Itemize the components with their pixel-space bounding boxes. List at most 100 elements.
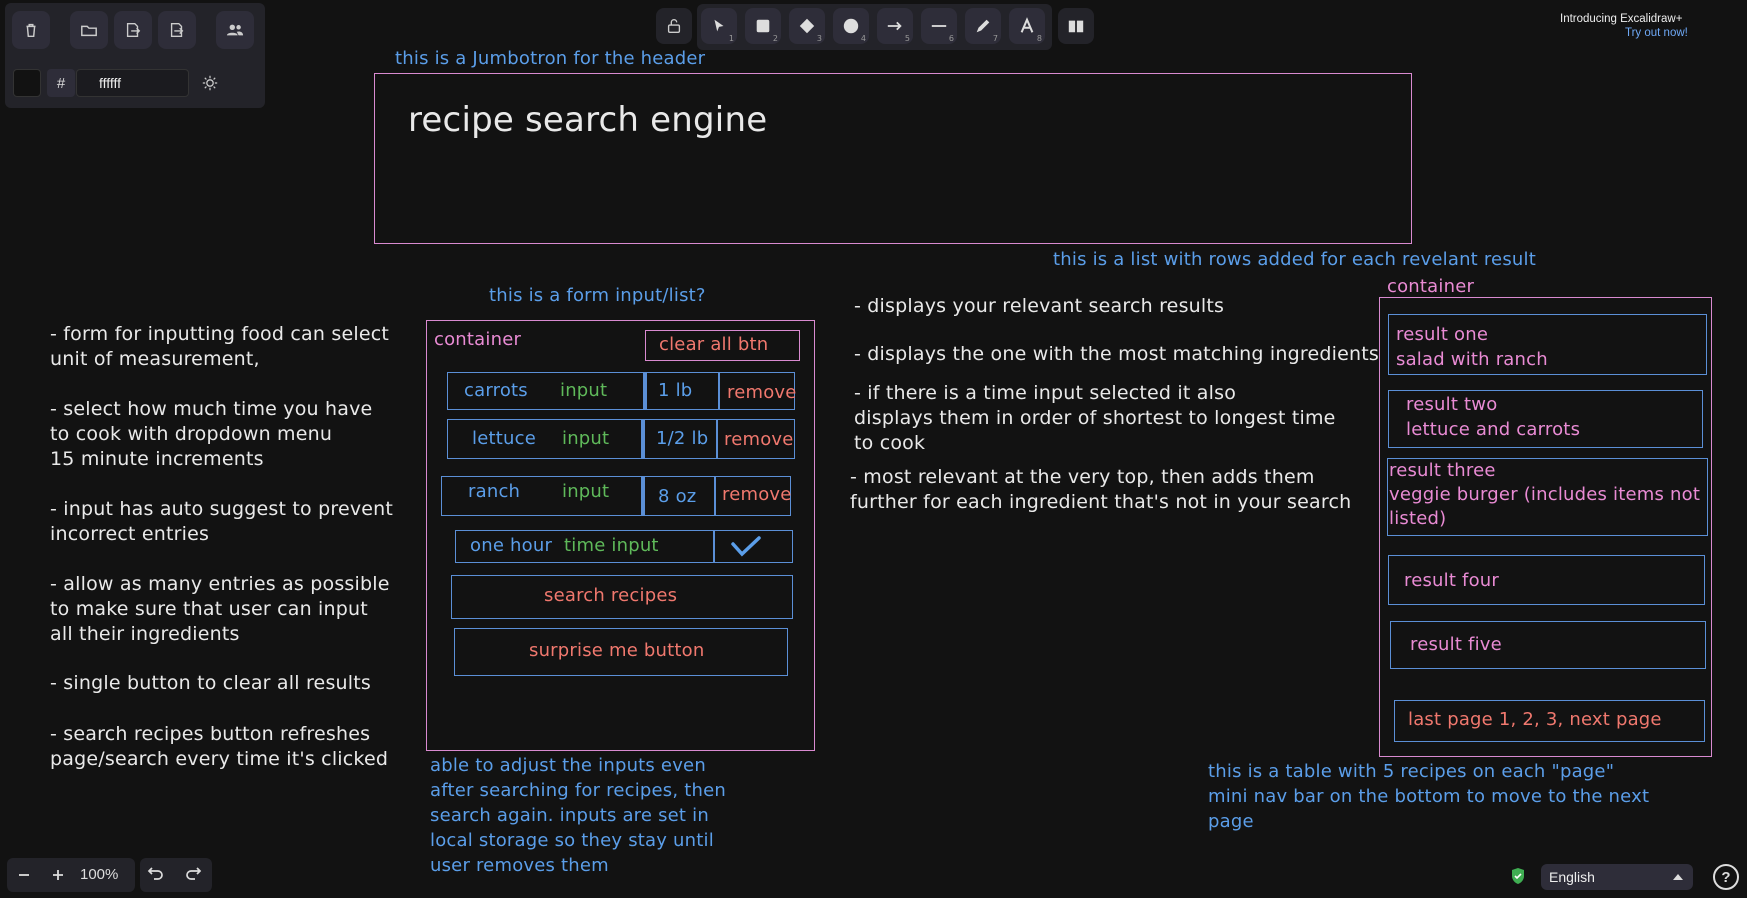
arrow-tool-icon[interactable]: 5: [877, 8, 913, 44]
zoom-in-button[interactable]: [44, 861, 72, 889]
result-text-5: result five: [1410, 634, 1502, 655]
tool-key-1: 1: [728, 34, 734, 43]
remove-button[interactable]: remove: [727, 382, 797, 403]
promo-title: Introducing Excalidraw+: [1560, 13, 1683, 25]
row-divider: [713, 530, 715, 563]
result-row-5[interactable]: [1390, 621, 1706, 669]
row-divider: [641, 419, 645, 459]
color-hex-input[interactable]: ffffff: [76, 69, 189, 97]
remove-button[interactable]: remove: [722, 484, 792, 505]
left-note-6: - search recipes button refreshes page/s…: [50, 723, 389, 770]
time-input-label: time input: [564, 535, 659, 556]
line-tool-icon[interactable]: 6: [921, 8, 957, 44]
search-recipes-label: search recipes: [544, 585, 678, 606]
help-button[interactable]: ?: [1713, 864, 1739, 890]
quantity-select[interactable]: 1 lb: [658, 380, 693, 401]
jumbotron-caption: this is a Jumbotron for the header: [395, 48, 706, 69]
clear-all-label: clear all btn: [659, 334, 769, 355]
tool-key-2: 2: [772, 34, 778, 43]
remove-button[interactable]: remove: [724, 429, 794, 450]
zoom-out-button[interactable]: [10, 861, 38, 889]
left-note-2: - select how much time you have to cook …: [50, 398, 373, 470]
pencil-tool-icon[interactable]: 7: [965, 8, 1001, 44]
ingredient-input-label: input: [562, 428, 610, 449]
left-note-1: - form for inputting food can select uni…: [50, 323, 390, 370]
pagination-bar[interactable]: [1394, 700, 1705, 742]
tool-key-4: 4: [860, 34, 866, 43]
row-divider: [714, 476, 716, 516]
result-row-3[interactable]: [1387, 458, 1708, 536]
language-label: English: [1549, 869, 1595, 885]
collaborate-icon[interactable]: [216, 11, 254, 49]
middle-note-2: - displays the one with the most matchin…: [854, 343, 1380, 365]
export-image-icon[interactable]: [158, 11, 196, 49]
tool-key-5: 5: [904, 34, 910, 43]
tool-key-8: 8: [1036, 34, 1042, 43]
row-divider: [643, 372, 647, 410]
export-file-icon[interactable]: [114, 11, 152, 49]
form-container-label: container: [434, 329, 522, 350]
ingredient-row-carrots: [447, 372, 795, 410]
ingredient-input-label: input: [560, 380, 608, 401]
background-color-swatch[interactable]: [13, 69, 41, 97]
quantity-select[interactable]: 8 oz: [658, 486, 697, 507]
ingredient-input-label: input: [562, 481, 610, 502]
surprise-me-label: surprise me button: [529, 640, 705, 661]
result-text-3: result three veggie burger (includes ite…: [1389, 460, 1701, 529]
color-hash-label: #: [47, 69, 75, 97]
selection-tool-icon[interactable]: 1: [701, 8, 737, 44]
ingredient-row-ranch: [441, 476, 791, 516]
form-container-box: [426, 320, 815, 751]
form-caption: this is a form input/list?: [489, 285, 706, 306]
left-note-5: - single button to clear all results: [50, 672, 372, 694]
result-row-2[interactable]: [1388, 390, 1703, 448]
history-controls: [140, 858, 212, 892]
surprise-me-button[interactable]: [454, 628, 788, 676]
promo-link[interactable]: Try out now!: [1625, 27, 1688, 39]
left-note-4: - allow as many entries as possible to m…: [50, 573, 390, 645]
results-container-box: [1379, 297, 1712, 757]
row-divider: [641, 476, 645, 516]
time-label: one hour: [470, 535, 553, 556]
ingredient-name[interactable]: lettuce: [472, 428, 536, 449]
form-below-note: able to adjust the inputs even after sea…: [430, 755, 726, 876]
ingredient-name[interactable]: carrots: [464, 380, 528, 401]
lock-icon[interactable]: [656, 8, 692, 44]
pagination-label[interactable]: last page 1, 2, 3, next page: [1408, 709, 1662, 730]
search-recipes-button[interactable]: [451, 575, 793, 619]
row-divider: [718, 372, 720, 410]
list-caption: this is a list with rows added for each …: [1053, 249, 1536, 270]
shield-check-icon: [1510, 867, 1526, 885]
trash-icon[interactable]: [12, 11, 50, 49]
rectangle-tool-icon[interactable]: 2: [745, 8, 781, 44]
diamond-tool-icon[interactable]: 3: [789, 8, 825, 44]
result-row-1[interactable]: [1388, 314, 1707, 375]
language-select[interactable]: English: [1541, 864, 1693, 890]
tool-key-7: 7: [992, 34, 998, 43]
clear-all-button[interactable]: [645, 330, 800, 361]
table-note: this is a table with 5 recipes on each "…: [1208, 761, 1650, 832]
zoom-level[interactable]: 100%: [80, 866, 119, 883]
jumbotron-box[interactable]: [374, 73, 1412, 244]
quantity-select[interactable]: 1/2 lb: [656, 428, 709, 449]
undo-icon[interactable]: [146, 864, 170, 888]
ellipse-tool-icon[interactable]: 4: [833, 8, 869, 44]
checkmark-icon[interactable]: [730, 535, 762, 557]
left-note-3: - input has auto suggest to prevent inco…: [50, 498, 394, 545]
ingredient-name[interactable]: ranch: [468, 481, 521, 502]
sun-icon[interactable]: [202, 75, 218, 91]
result-row-4[interactable]: [1388, 555, 1705, 605]
library-icon[interactable]: [1058, 8, 1094, 44]
middle-note-4: - most relevant at the very top, then ad…: [850, 466, 1352, 513]
ingredient-row-lettuce: [447, 419, 795, 459]
tool-key-6: 6: [948, 34, 954, 43]
open-folder-icon[interactable]: [70, 11, 108, 49]
middle-note-1: - displays your relevant search results: [854, 295, 1225, 317]
result-text-4: result four: [1404, 570, 1500, 591]
caret-up-icon: [1673, 874, 1683, 880]
middle-note-3: - if there is a time input selected it a…: [854, 382, 1336, 454]
redo-icon[interactable]: [183, 864, 207, 888]
result-text-1: result one salad with ranch: [1396, 324, 1548, 370]
time-input-row[interactable]: [455, 530, 793, 563]
text-tool-icon[interactable]: 8: [1009, 8, 1045, 44]
